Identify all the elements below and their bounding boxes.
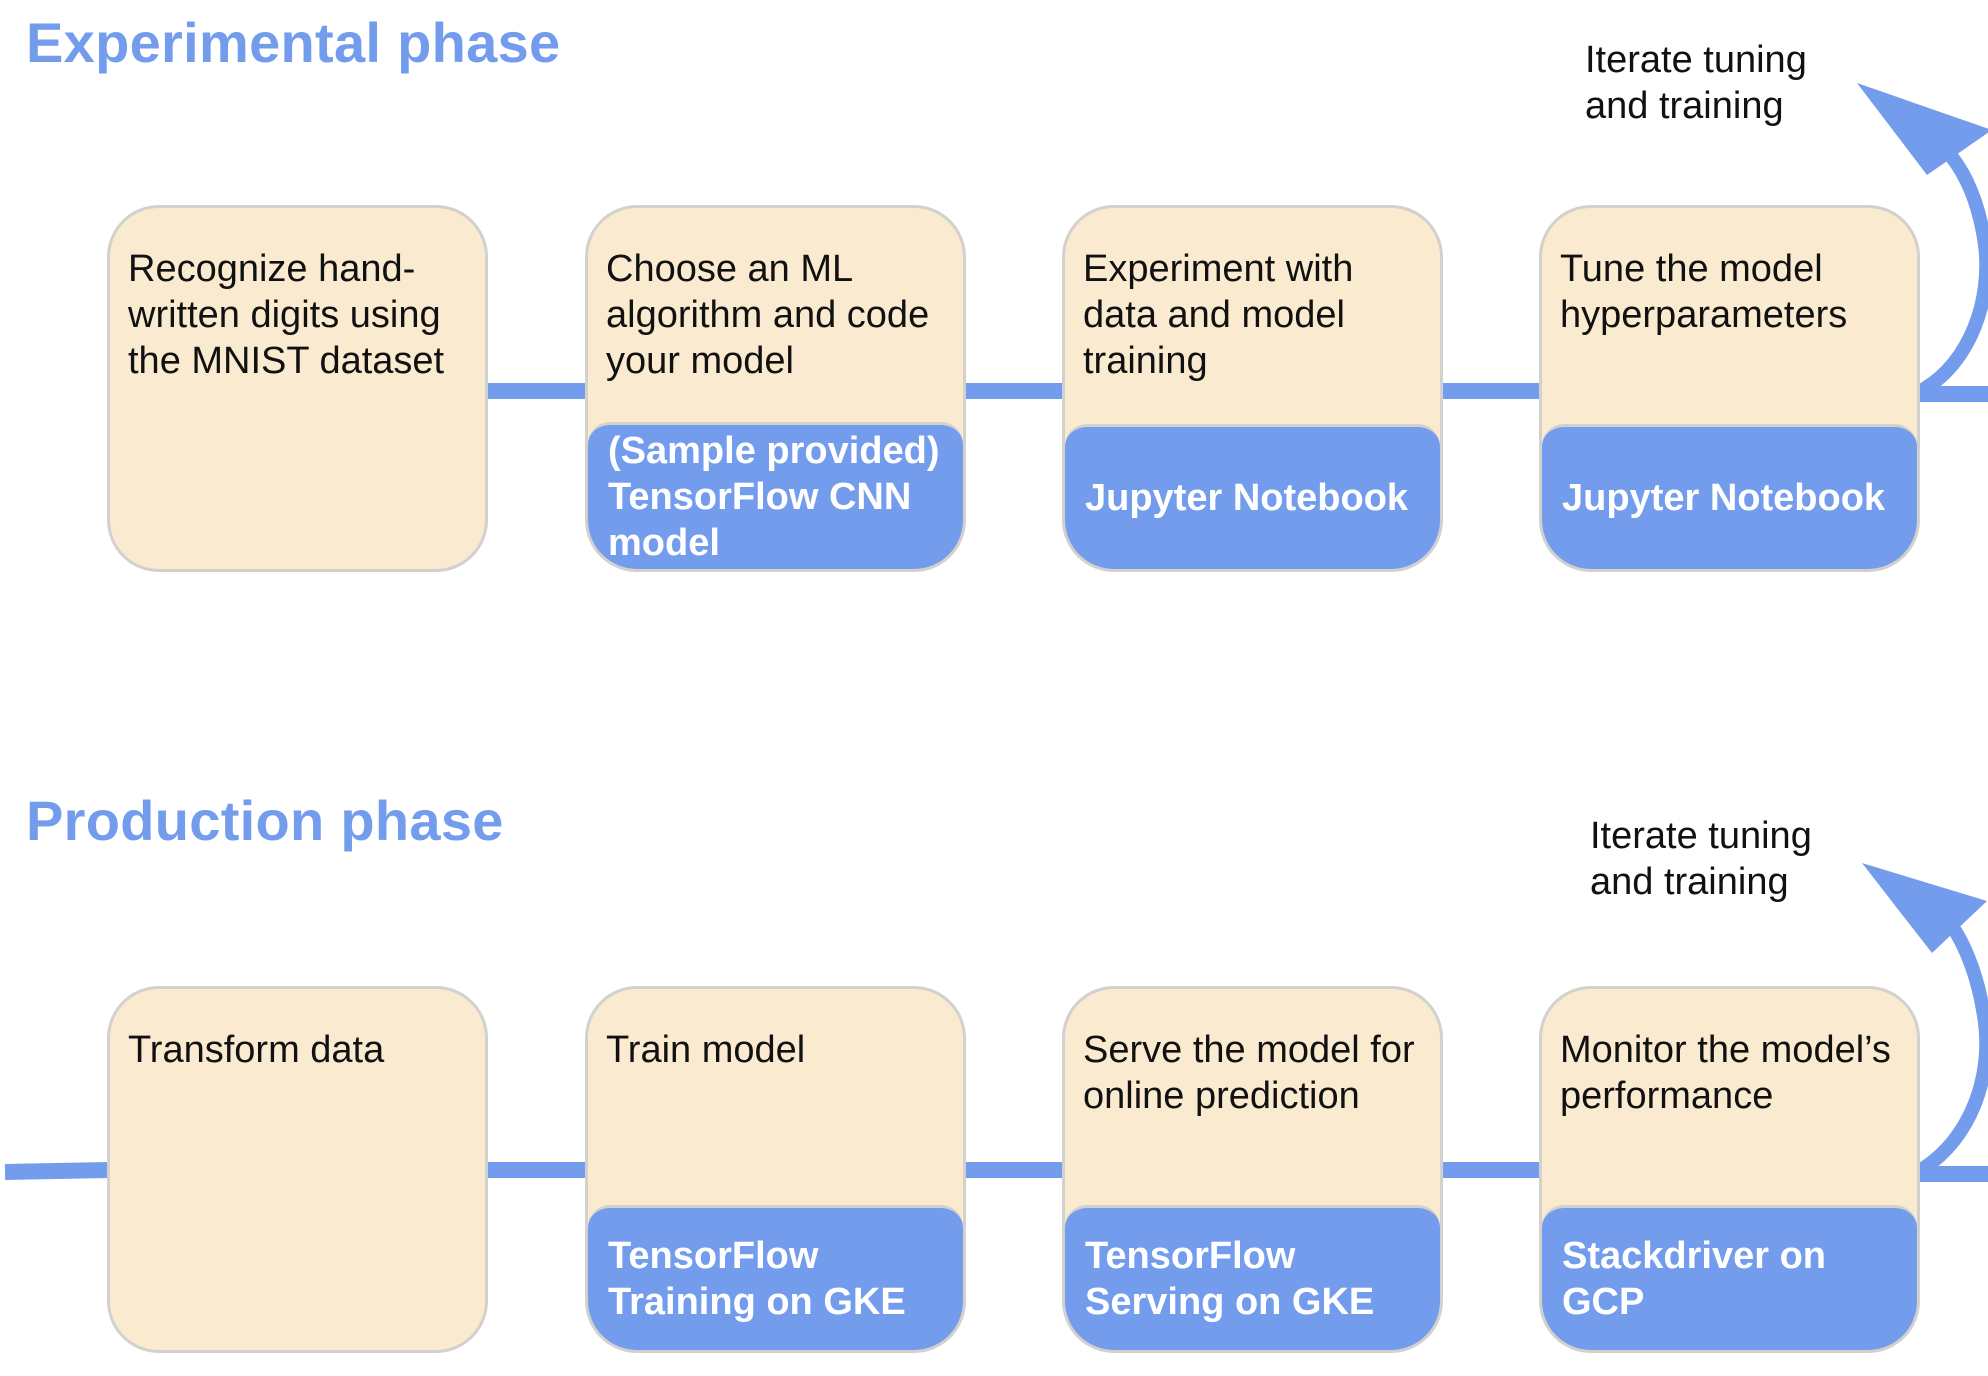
iterate-label: Iterate tuning and training [1590,813,1812,905]
loop-arc [1917,133,1988,396]
step-description: Train model [606,1029,806,1071]
loop-arc [1917,906,1988,1175]
iterate-label: Iterate tuning and training [1585,37,1807,129]
tool-label: (Sample provided) TensorFlow CNN model [608,430,940,564]
tool-panel: Stackdriver on GCP [1542,1205,1917,1350]
tool-label: Stackdriver on GCP [1562,1235,1826,1323]
arrowhead-icon [1857,83,1988,175]
step-card-recognize-digits: Recognize hand-written digits using the … [107,205,488,572]
step-card-choose-algorithm: Choose an ML algorithm and code your mod… [585,205,966,572]
step-description: Choose an ML algorithm and code your mod… [606,248,930,382]
arrowhead-icon [1862,863,1987,953]
connector-entry-1 [4,1162,109,1180]
production-phase: Production phase Iterate tuning and trai… [0,688,1988,1376]
step-card-experiment: Experiment with data and model training … [1062,205,1443,572]
iterate-loop-arrow [1862,863,1988,1175]
iterate-label-line-1: Iterate tuning [1585,39,1807,81]
step-description: Serve the model for online prediction [1083,1029,1415,1117]
step-description: Tune the model hyperparameters [1560,248,1848,336]
iterate-label-line-1: Iterate tuning [1590,815,1812,857]
tool-panel: (Sample provided) TensorFlow CNN model [588,422,963,569]
step-description: Monitor the model’s performance [1560,1029,1891,1117]
iterate-label-line-2: and training [1585,85,1784,127]
step-description: Experiment with data and model training [1083,248,1354,382]
experimental-flow-connectors [488,83,1988,402]
step-card-transform-data: Transform data [107,986,488,1353]
step-card-monitor-performance: Monitor the model’s performance Stackdri… [1539,986,1920,1353]
flow-line [4,1162,1988,1182]
production-flow-connectors [4,863,1988,1182]
iterate-label-line-2: and training [1590,861,1789,903]
experimental-phase: Experimental phase Iterate tuning and tr… [26,11,1988,572]
tool-panel: TensorFlow Training on GKE [588,1205,963,1350]
flow-line [488,383,1988,402]
step-card-serve-model: Serve the model for online prediction Te… [1062,986,1443,1353]
tool-label: TensorFlow Serving on GKE [1085,1235,1375,1323]
phase-title: Production phase [26,789,504,852]
step-card-tune-hyperparameters: Tune the model hyperparameters Jupyter N… [1539,205,1920,572]
tool-panel: Jupyter Notebook [1542,424,1917,569]
tool-label: TensorFlow Training on GKE [608,1235,906,1323]
tool-label: Jupyter Notebook [1562,477,1886,519]
tool-panel: Jupyter Notebook [1065,424,1440,569]
phase-title: Experimental phase [26,11,561,74]
tool-panel: TensorFlow Serving on GKE [1065,1205,1440,1350]
iterate-loop-arrow [1857,83,1988,396]
step-card-train-model: Train model TensorFlow Training on GKE [585,986,966,1353]
step-description: Transform data [128,1029,385,1071]
tool-label: Jupyter Notebook [1085,477,1409,519]
step-description: Recognize hand-written digits using the … [128,248,445,382]
